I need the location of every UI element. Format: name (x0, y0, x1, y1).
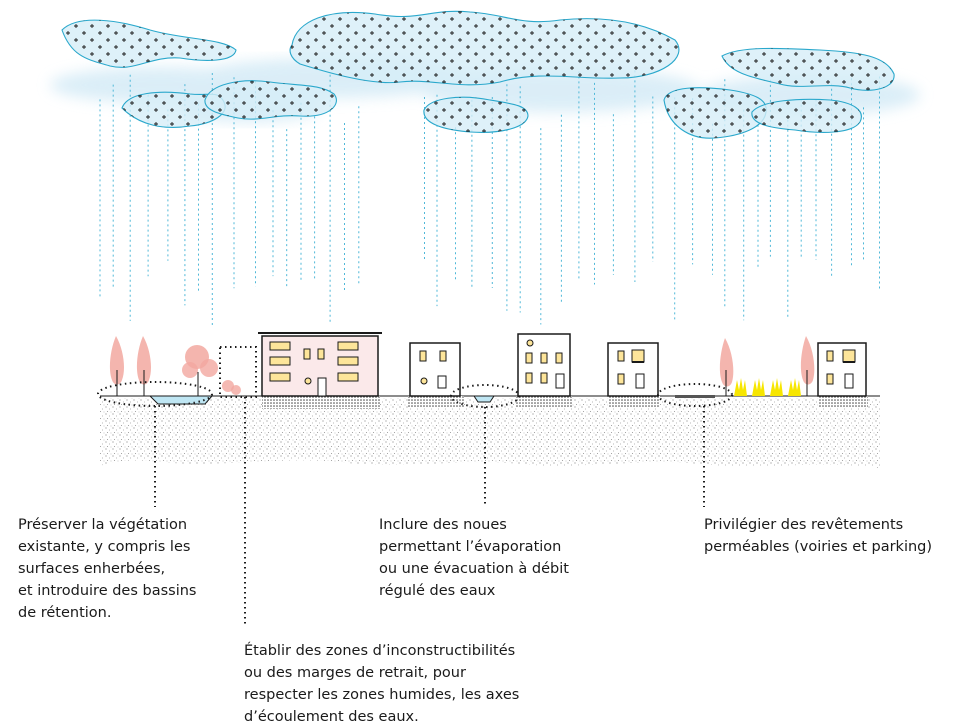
building-icon (258, 332, 382, 397)
permeable-paving (675, 395, 715, 398)
cloud-icon (289, 10, 680, 86)
caption-vegetation: Préserver la végétation existante, y com… (18, 517, 197, 621)
cloud-icon (204, 80, 337, 120)
caption-setback: Établir des zones d’inconstructibilités … (244, 643, 520, 725)
noue-icon (473, 395, 495, 403)
cloud-icon (61, 19, 237, 68)
cloud-icon (121, 91, 226, 128)
tree-icon (800, 336, 815, 396)
noue-callout-ellipse (450, 384, 520, 408)
cloud-icon (423, 96, 529, 133)
setback-callout-box (219, 346, 257, 398)
tree-icon (136, 336, 151, 396)
house-icon (607, 342, 659, 397)
paving-callout-ellipse (657, 383, 733, 407)
house-icon (817, 342, 867, 397)
foundation-hatch (262, 396, 868, 409)
caption-paving: Privilégier des revêtements perméables (… (704, 517, 933, 555)
cloud-icon (751, 98, 862, 133)
bush-icon (222, 380, 241, 395)
cloud-icon (721, 47, 895, 91)
tree-icon (719, 338, 734, 396)
house-icon (409, 342, 461, 397)
callout-markers (97, 346, 733, 408)
tree-icon (109, 336, 124, 396)
caption-noues: Inclure des noues permettant l’évaporati… (379, 517, 569, 599)
basin-icon (148, 395, 214, 405)
grass-icon (734, 378, 801, 396)
house-icon (517, 333, 571, 397)
bush-icon (182, 345, 218, 396)
cloud-icon (663, 87, 767, 139)
leader-lines (154, 397, 705, 625)
soil-layer (100, 398, 880, 468)
